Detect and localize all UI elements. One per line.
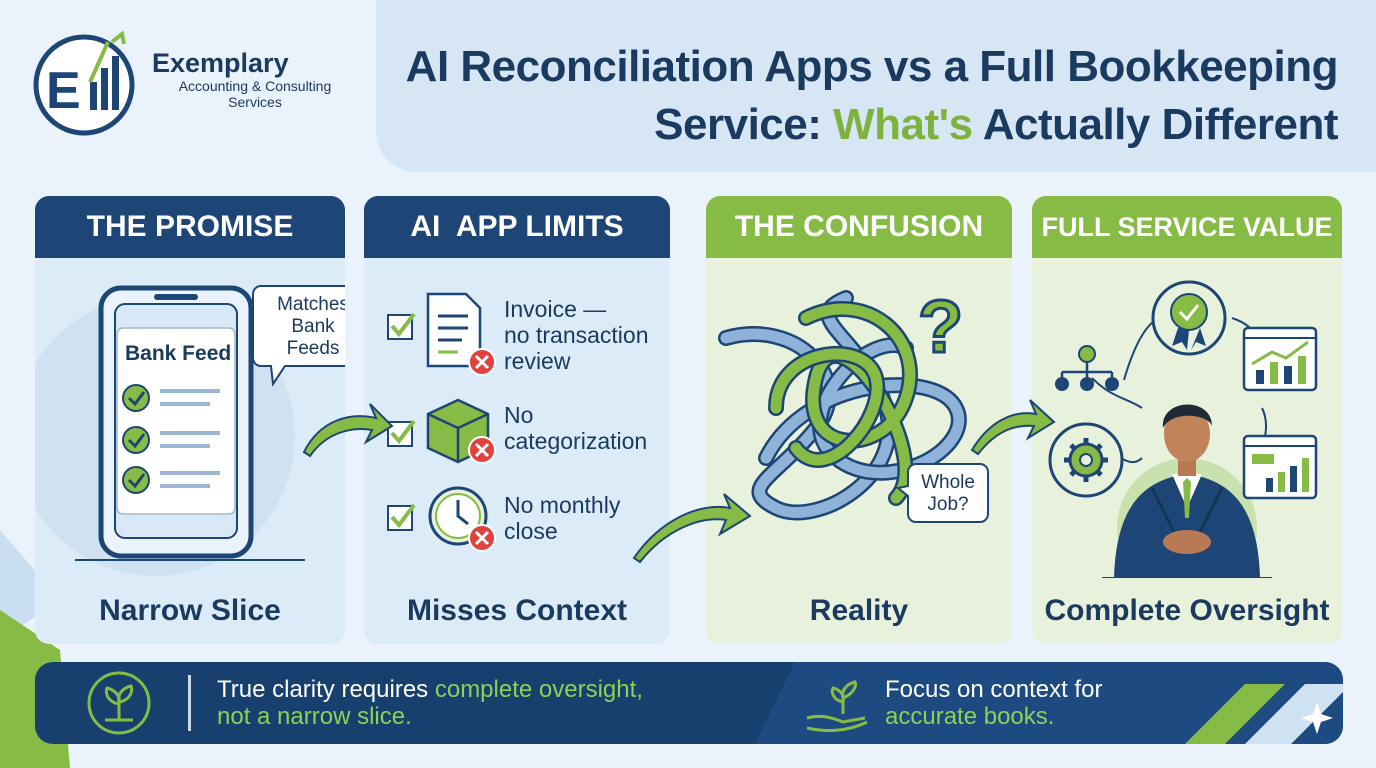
banner-left-line-2: not a narrow slice. xyxy=(217,703,412,730)
panel-footer: Misses Context xyxy=(406,594,628,627)
panel-footer: Complete Oversight xyxy=(1044,594,1330,627)
limit-line: no transaction xyxy=(504,322,649,348)
panel-footer: Reality xyxy=(809,594,909,627)
banner-right-line-1: Focus on context for xyxy=(885,676,1103,703)
title-accent: What's xyxy=(833,100,973,149)
banner-message-left: True clarity requires complete oversight… xyxy=(217,676,643,730)
panel-heading: FULL SERVICE VALUE xyxy=(1032,196,1342,258)
banner-decoration xyxy=(87,662,1343,744)
limit-item: No monthly close xyxy=(504,492,620,544)
confusion-illustration: ? Whole Job? xyxy=(718,284,989,523)
error-x-icon xyxy=(468,524,496,552)
limit-line: Invoice — xyxy=(504,296,607,322)
limit-line: review xyxy=(504,348,571,374)
error-x-icon xyxy=(468,348,496,376)
award-badge-icon xyxy=(1151,280,1227,356)
checkmark-icon xyxy=(387,503,416,531)
panel-the-promise: THE PROMISE Bank Feed xyxy=(35,196,345,644)
title-line-1: AI Reconciliation Apps vs a Full Bookkee… xyxy=(405,42,1339,91)
panel-full-service-value: FULL SERVICE VALUE xyxy=(1032,196,1342,644)
speech-bubble: Matches Bank Feeds xyxy=(252,285,345,387)
banner-divider xyxy=(188,675,191,731)
growth-chart-icon xyxy=(1242,326,1318,392)
limits-illustration xyxy=(387,292,496,552)
title-line-2-start: Service: xyxy=(654,100,834,149)
banner-message-right: Focus on context for accurate books. xyxy=(885,676,1102,730)
limit-line: No xyxy=(504,402,534,428)
sprout-icon xyxy=(87,671,151,735)
phone-icon xyxy=(98,285,254,559)
header-band xyxy=(376,0,1376,172)
panel-heading: THE CONFUSION xyxy=(706,196,1012,258)
limit-line: close xyxy=(504,518,558,544)
brand-subtitle: Accounting & Consulting Services xyxy=(178,78,332,110)
limit-line: categorization xyxy=(504,428,648,454)
bar-chart-icon xyxy=(1242,434,1318,500)
hand-plant-icon xyxy=(806,680,868,732)
sparkle-icon xyxy=(1301,702,1333,734)
title-line-2: Service: What's Actually Different xyxy=(378,96,1338,154)
tangle-icon xyxy=(718,290,967,521)
service-illustration xyxy=(1048,280,1318,578)
bubble-line: Job? xyxy=(927,494,968,515)
brand-logo: E Exemplary Accounting & Consulting Serv… xyxy=(32,30,352,140)
question-mark-icon: ? xyxy=(918,285,963,368)
limit-item: Invoice — no transaction review xyxy=(504,296,648,374)
panel-footer: Narrow Slice xyxy=(99,594,281,627)
bubble-line: Bank xyxy=(291,316,335,337)
bubble-line: Whole xyxy=(921,472,975,493)
panel-the-confusion: THE CONFUSION ? Whole Job? Reality xyxy=(706,196,1012,644)
gear-icon xyxy=(1048,422,1124,498)
checkmark-icon xyxy=(122,466,220,494)
panel-heading: THE PROMISE xyxy=(35,196,345,258)
bubble-line: Feeds xyxy=(287,338,340,359)
banner-left-start: True clarity requires xyxy=(217,676,435,703)
panel-heading: AI APP LIMITS xyxy=(364,196,670,258)
logo-mark-icon: E xyxy=(33,30,135,136)
limit-item: No categorization xyxy=(504,402,647,454)
checkmark-icon xyxy=(387,419,416,447)
banner-right-accent: accurate books. xyxy=(885,703,1055,730)
bottom-banner: True clarity requires complete oversight… xyxy=(35,662,1343,744)
phone-illustration: Bank Feed Matches Bank Feeds xyxy=(35,285,345,576)
banner-left-accent: complete oversight, xyxy=(434,676,643,703)
panel-ai-app-limits: AI APP LIMITS xyxy=(364,196,670,644)
logo-letters: E xyxy=(46,62,81,120)
phone-label: Bank Feed xyxy=(125,342,231,365)
page-title: AI Reconciliation Apps vs a Full Bookkee… xyxy=(378,38,1339,154)
checkmark-icon xyxy=(122,426,220,454)
brand-name: Exemplary xyxy=(152,48,289,78)
invoice-document-icon xyxy=(426,292,482,368)
limit-line: No monthly xyxy=(504,492,621,518)
checkmark-icon xyxy=(122,384,220,412)
speech-bubble: Whole Job? xyxy=(895,463,989,523)
org-chart-icon xyxy=(1055,345,1119,391)
checkmark-icon xyxy=(387,312,416,340)
businessman-icon xyxy=(1102,404,1272,578)
error-x-icon xyxy=(468,436,496,464)
title-line-2-end: Actually Different xyxy=(972,100,1339,149)
bubble-line: Matches xyxy=(277,294,345,315)
